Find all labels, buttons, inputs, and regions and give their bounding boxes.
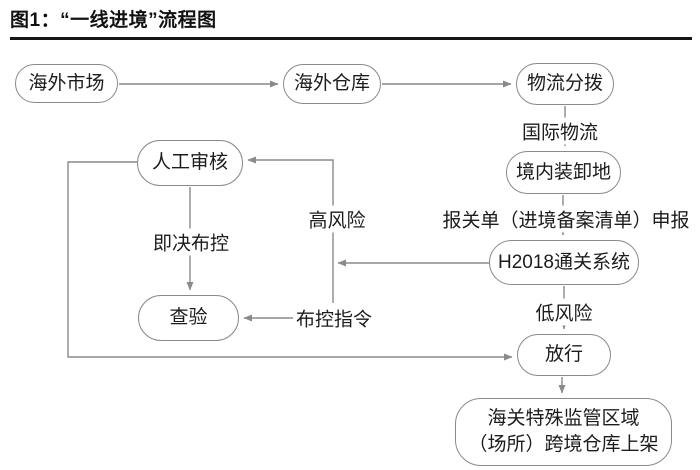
node-label: 查验 — [169, 307, 208, 329]
edge-label-declaration: 报关单（进境备案清单）申报 — [439, 205, 693, 233]
node-label: 物流分拨 — [526, 73, 603, 95]
node-overseas-market: 海外市场 — [15, 64, 118, 103]
node-h2018-system: H2018通关系统 — [489, 240, 639, 285]
figure-title: 图1：“一线进境”流程图 — [10, 10, 217, 31]
node-label: 人工审核 — [151, 152, 228, 174]
node-label: H2018通关系统 — [498, 251, 630, 273]
edge-label-low-risk: 低风险 — [532, 298, 596, 326]
arrow-highrisk-to-review — [247, 156, 334, 303]
title-divider — [10, 37, 692, 40]
node-label: 境内装卸地 — [515, 161, 611, 183]
node-overseas-warehouse: 海外仓库 — [283, 64, 381, 104]
edge-label-control-order: 布控指令 — [292, 304, 376, 332]
node-manual-review: 人工审核 — [137, 140, 243, 186]
node-bonded-warehouse-shelf: 海关特殊监管区域 （场所）跨境仓库上架 — [455, 398, 672, 466]
edge-label-international-logistics: 国际物流 — [518, 117, 602, 145]
node-inspection: 查验 — [138, 295, 239, 341]
node-release: 放行 — [517, 334, 611, 376]
edge-label-high-risk: 高风险 — [305, 205, 369, 233]
node-logistics-distribution: 物流分拨 — [516, 63, 614, 105]
node-label: 放行 — [544, 344, 583, 366]
node-label: 海外仓库 — [293, 73, 370, 95]
node-domestic-unloading: 境内装卸地 — [506, 151, 621, 194]
node-label-line2: （场所）跨境仓库上架 — [468, 434, 659, 455]
node-label-line1: 海关特殊监管区域 — [487, 408, 640, 430]
node-label: 海外市场 — [28, 72, 105, 94]
edge-label-immediate-control: 即决布控 — [149, 228, 233, 256]
arrow-review-to-release — [67, 161, 513, 361]
